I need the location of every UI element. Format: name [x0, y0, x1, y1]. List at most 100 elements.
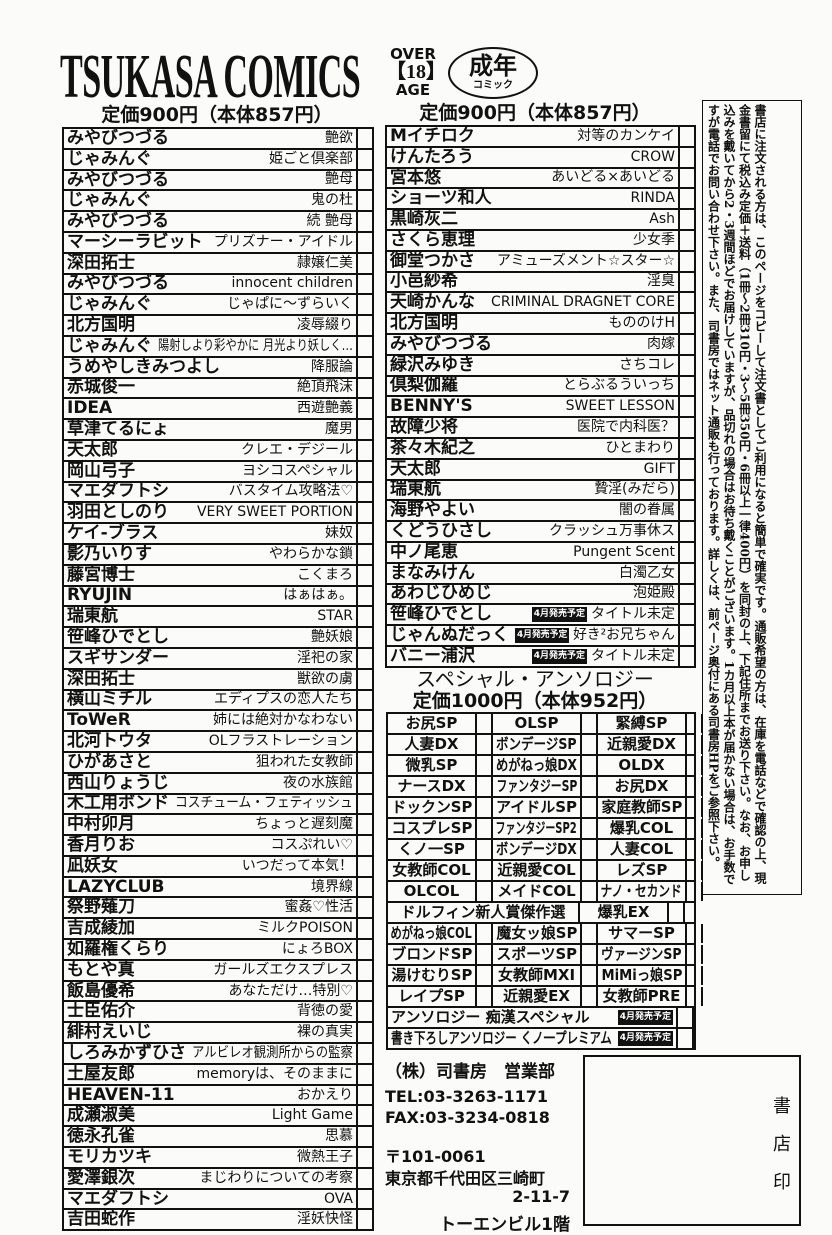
order-checkbox[interactable]: [358, 212, 372, 231]
order-checkbox[interactable]: [680, 439, 694, 458]
order-checkbox[interactable]: [358, 254, 372, 273]
order-checkbox[interactable]: [358, 711, 372, 730]
order-checkbox[interactable]: [358, 982, 372, 1001]
order-checkbox[interactable]: [358, 1210, 372, 1229]
order-checkbox[interactable]: [358, 483, 372, 502]
order-checkbox[interactable]: [477, 735, 493, 754]
order-checkbox[interactable]: [358, 150, 372, 169]
order-checkbox[interactable]: [680, 626, 694, 645]
order-checkbox[interactable]: [358, 1190, 372, 1209]
order-checkbox[interactable]: [680, 397, 694, 416]
order-checkbox[interactable]: [358, 753, 372, 772]
order-checkbox[interactable]: [358, 940, 372, 959]
order-checkbox[interactable]: [358, 1148, 372, 1167]
order-checkbox[interactable]: [680, 231, 694, 250]
order-checkbox[interactable]: [582, 966, 598, 985]
order-checkbox[interactable]: [687, 945, 703, 964]
order-checkbox[interactable]: [358, 171, 372, 190]
order-checkbox[interactable]: [358, 774, 372, 793]
order-checkbox[interactable]: [358, 295, 372, 314]
order-checkbox[interactable]: [680, 210, 694, 229]
order-checkbox[interactable]: [358, 1023, 372, 1042]
order-checkbox[interactable]: [358, 1002, 372, 1021]
order-checkbox[interactable]: [358, 566, 372, 585]
order-checkbox[interactable]: [477, 840, 493, 859]
order-checkbox[interactable]: [687, 840, 703, 859]
order-checkbox[interactable]: [582, 924, 598, 943]
order-checkbox[interactable]: [358, 1127, 372, 1146]
order-checkbox[interactable]: [680, 169, 694, 188]
order-checkbox[interactable]: [680, 273, 694, 292]
order-checkbox[interactable]: [582, 861, 598, 880]
order-checkbox[interactable]: [477, 777, 493, 796]
order-checkbox[interactable]: [358, 441, 372, 460]
order-checkbox[interactable]: [358, 1044, 372, 1063]
order-checkbox[interactable]: [680, 314, 694, 333]
order-checkbox[interactable]: [680, 127, 694, 146]
order-checkbox[interactable]: [477, 798, 493, 817]
order-checkbox[interactable]: [680, 605, 694, 624]
order-checkbox[interactable]: [358, 1065, 372, 1084]
order-checkbox[interactable]: [582, 987, 598, 1006]
order-checkbox[interactable]: [477, 714, 493, 733]
order-checkbox[interactable]: [582, 819, 598, 838]
order-checkbox[interactable]: [582, 882, 598, 901]
order-checkbox[interactable]: [582, 714, 598, 733]
order-checkbox[interactable]: [680, 522, 694, 541]
order-checkbox[interactable]: [687, 861, 703, 880]
order-checkbox[interactable]: [358, 815, 372, 834]
order-checkbox[interactable]: [358, 275, 372, 294]
order-checkbox[interactable]: [358, 587, 372, 606]
order-checkbox[interactable]: [358, 524, 372, 543]
order-checkbox[interactable]: [582, 840, 598, 859]
order-checkbox[interactable]: [358, 878, 372, 897]
order-checkbox[interactable]: [477, 945, 493, 964]
order-checkbox[interactable]: [678, 1008, 694, 1027]
order-checkbox[interactable]: [477, 987, 493, 1006]
order-checkbox[interactable]: [358, 961, 372, 980]
order-checkbox[interactable]: [358, 649, 372, 668]
order-checkbox[interactable]: [477, 882, 493, 901]
order-checkbox[interactable]: [358, 545, 372, 564]
order-checkbox[interactable]: [680, 585, 694, 604]
order-checkbox[interactable]: [687, 735, 703, 754]
order-checkbox[interactable]: [358, 857, 372, 876]
order-checkbox[interactable]: [477, 924, 493, 943]
order-checkbox[interactable]: [687, 756, 703, 775]
order-checkbox[interactable]: [582, 798, 598, 817]
order-checkbox[interactable]: [680, 293, 694, 312]
order-checkbox[interactable]: [358, 836, 372, 855]
order-checkbox[interactable]: [687, 924, 703, 943]
order-checkbox[interactable]: [680, 564, 694, 583]
order-checkbox[interactable]: [358, 358, 372, 377]
order-checkbox[interactable]: [477, 966, 493, 985]
order-checkbox[interactable]: [687, 777, 703, 796]
order-checkbox[interactable]: [358, 732, 372, 751]
order-checkbox[interactable]: [582, 756, 598, 775]
order-checkbox[interactable]: [477, 819, 493, 838]
order-checkbox[interactable]: [358, 462, 372, 481]
order-checkbox[interactable]: [680, 647, 694, 666]
order-checkbox[interactable]: [358, 316, 372, 335]
order-checkbox[interactable]: [669, 903, 685, 922]
order-checkbox[interactable]: [358, 129, 372, 148]
order-checkbox[interactable]: [680, 481, 694, 500]
order-checkbox[interactable]: [687, 987, 703, 1006]
order-checkbox[interactable]: [680, 460, 694, 479]
order-checkbox[interactable]: [358, 607, 372, 626]
order-checkbox[interactable]: [687, 714, 703, 733]
order-checkbox[interactable]: [687, 966, 703, 985]
order-checkbox[interactable]: [680, 418, 694, 437]
order-checkbox[interactable]: [687, 798, 703, 817]
order-checkbox[interactable]: [582, 777, 598, 796]
order-checkbox[interactable]: [358, 379, 372, 398]
order-checkbox[interactable]: [358, 1169, 372, 1188]
order-checkbox[interactable]: [358, 1086, 372, 1105]
order-checkbox[interactable]: [358, 691, 372, 710]
order-checkbox[interactable]: [358, 919, 372, 938]
order-checkbox[interactable]: [358, 898, 372, 917]
order-checkbox[interactable]: [680, 335, 694, 354]
order-checkbox[interactable]: [680, 377, 694, 396]
order-checkbox[interactable]: [358, 399, 372, 418]
order-checkbox[interactable]: [582, 945, 598, 964]
